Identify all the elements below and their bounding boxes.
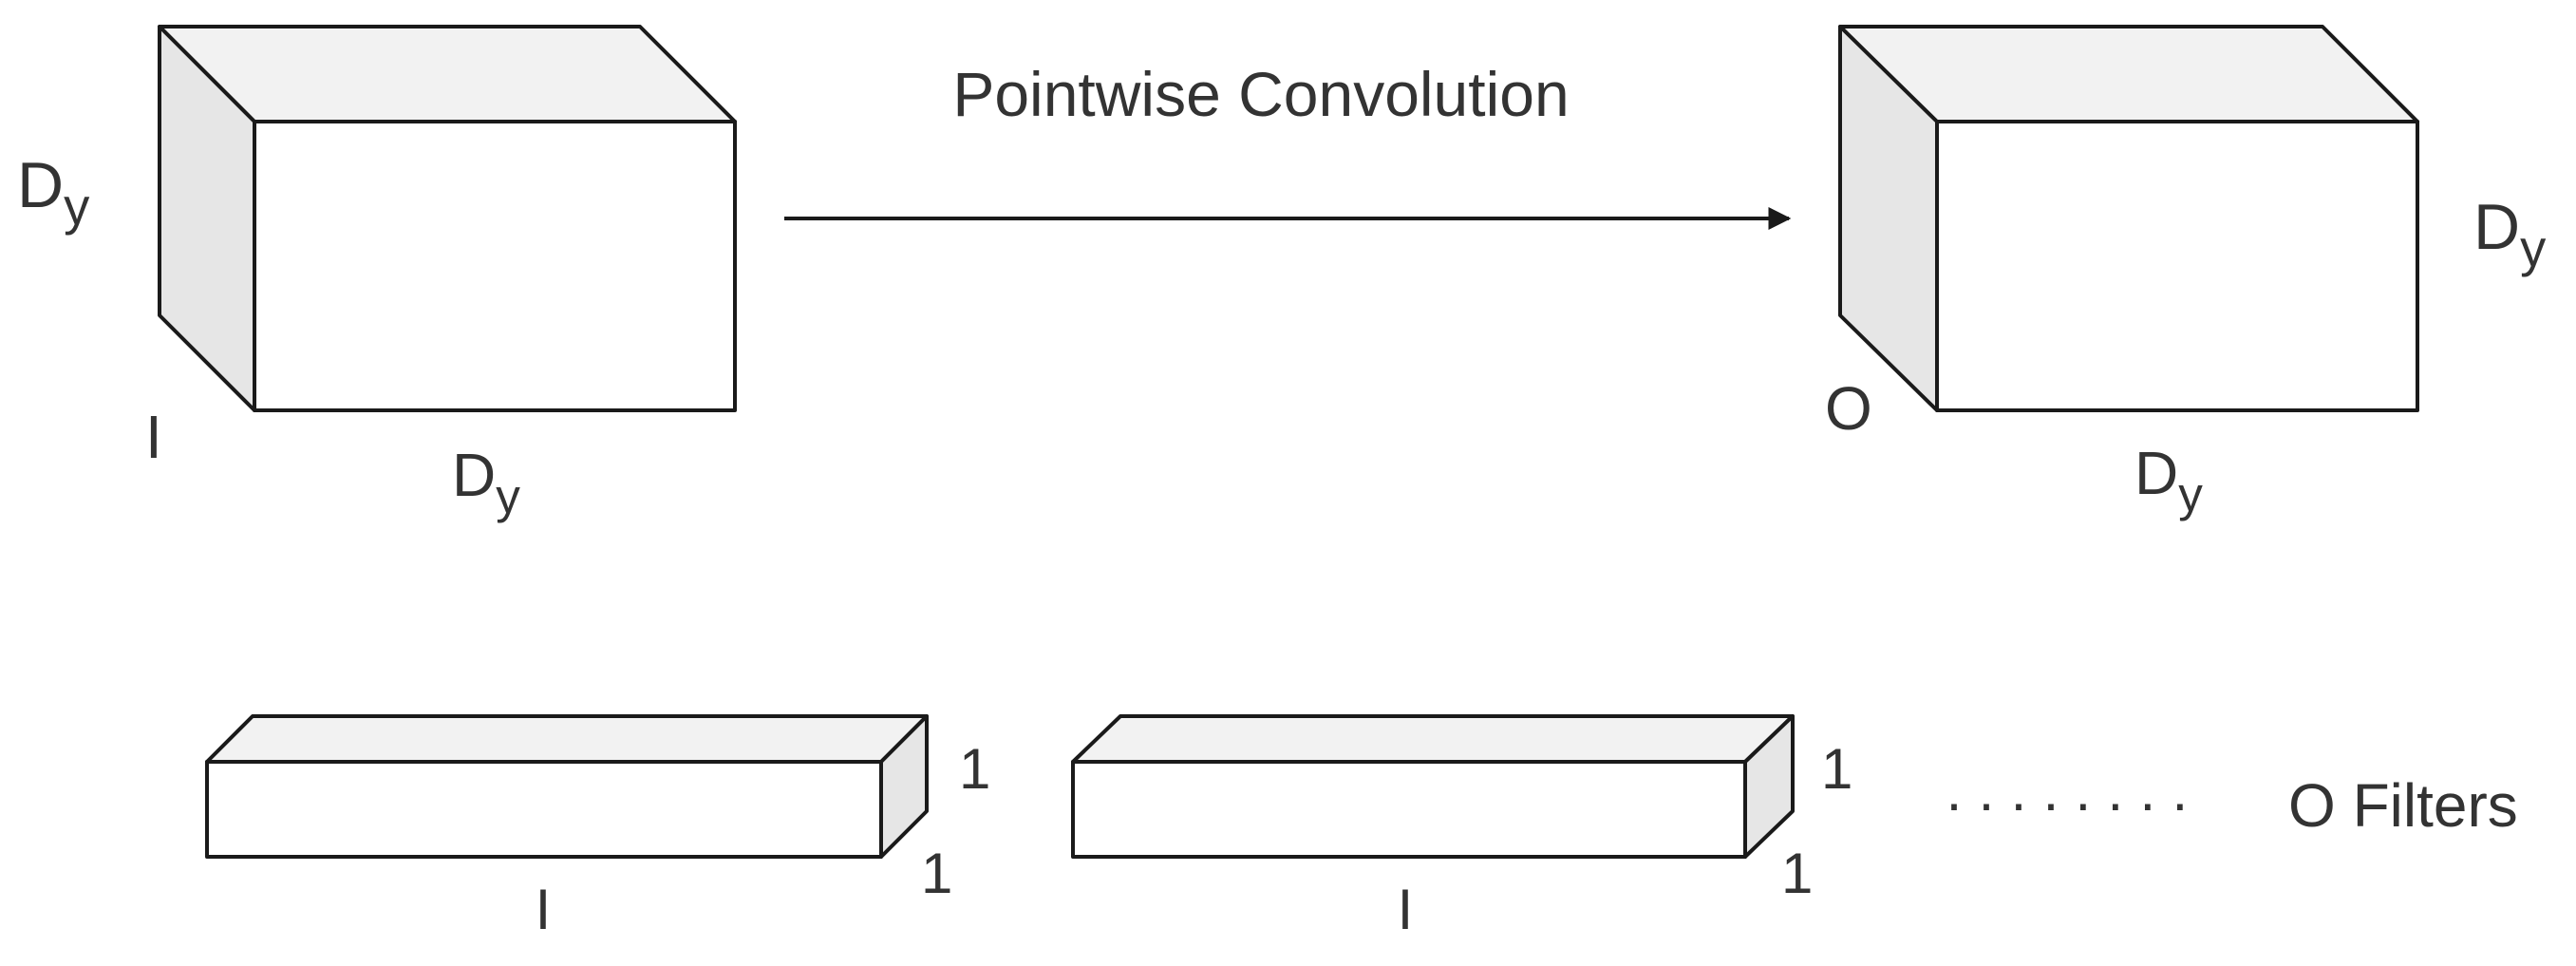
input-height-label: Dy	[17, 149, 90, 236]
filter-2-front-face	[1071, 760, 1747, 859]
filter-1-height-label: 1	[959, 737, 990, 801]
filters-count-label: O Filters	[2288, 771, 2518, 840]
input-volume: Dy Dy I	[17, 25, 737, 523]
output-width-label: Dy	[2134, 439, 2203, 521]
input-volume-front-face	[253, 120, 737, 412]
filter-1-top-face	[205, 714, 929, 764]
output-volume-top-face	[1838, 25, 2419, 123]
filter-1-front-face	[205, 760, 883, 859]
output-volume: Dy Dy O	[1825, 25, 2547, 521]
filter-1-length-label: I	[536, 878, 552, 941]
output-volume-front-face	[1935, 120, 2419, 412]
filter-2-length-label: I	[1398, 878, 1414, 941]
filter-1-depth-label: 1	[921, 842, 952, 905]
filters-ellipsis: ········	[1945, 771, 2203, 835]
filter-2-top-face	[1071, 714, 1795, 764]
operation-title: Pointwise Convolution	[952, 59, 1569, 129]
input-width-label: Dy	[452, 441, 520, 523]
filter-2-depth-label: 1	[1781, 842, 1813, 905]
output-height-label: Dy	[2473, 191, 2547, 277]
output-depth-label: O	[1825, 374, 1872, 443]
filter-2: I 1 1	[1071, 714, 1852, 941]
filter-1: I 1 1	[205, 714, 990, 941]
filter-2-height-label: 1	[1821, 737, 1852, 801]
input-depth-label: I	[145, 403, 162, 471]
input-volume-top-face	[158, 25, 737, 123]
